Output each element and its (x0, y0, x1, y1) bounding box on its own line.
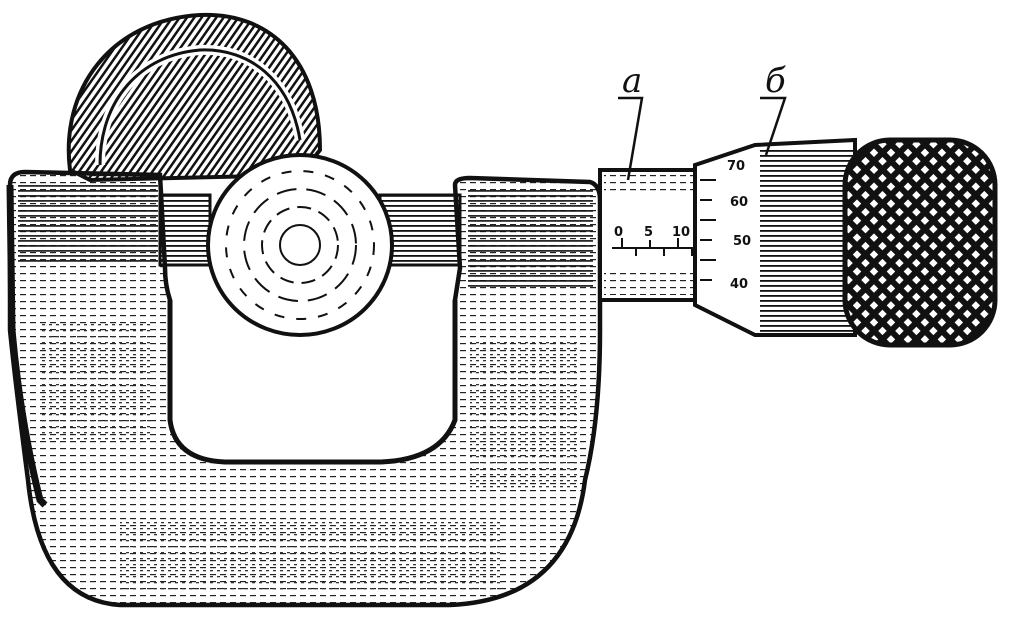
stand-disk (66, 12, 323, 183)
sleeve-scale-10: 10 (672, 225, 690, 240)
micrometer-frame (6, 169, 603, 608)
thimble-scale-50: 50 (733, 234, 751, 249)
thimble-scale-40: 40 (730, 277, 748, 292)
measured-part (206, 153, 394, 337)
thimble-scale-70: 70 (727, 159, 745, 174)
callout-b-leader (760, 96, 787, 156)
sleeve-scale-0: 0 (614, 225, 623, 240)
ratchet-knurled-head (842, 137, 998, 348)
sleeve-scale-5: 5 (644, 225, 653, 240)
callout-leaders (618, 96, 787, 181)
callout-a-label: а (622, 61, 642, 101)
thimble (693, 137, 857, 337)
thimble-scale-60: 60 (730, 195, 748, 210)
callout-b-label: б (765, 61, 786, 101)
callout-a-leader (618, 96, 644, 181)
